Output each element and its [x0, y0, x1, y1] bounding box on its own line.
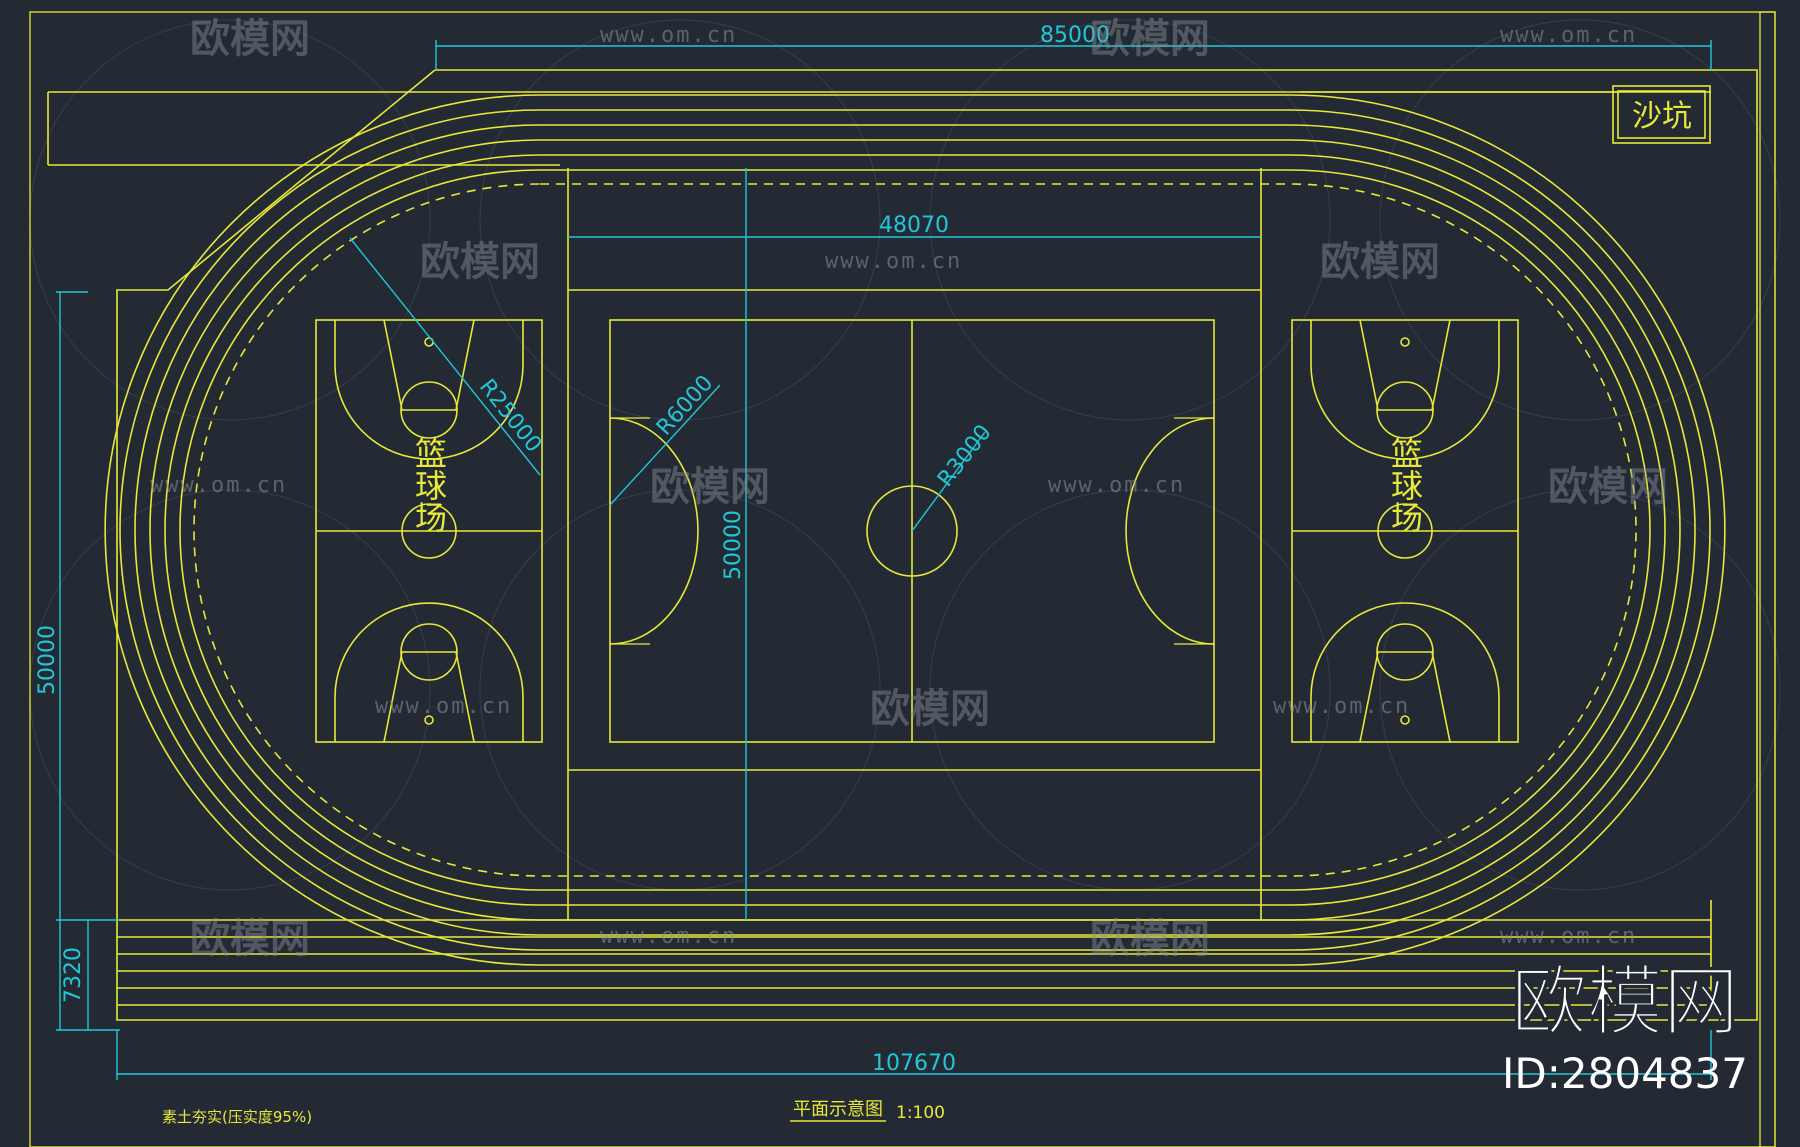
running-track: [104, 94, 1726, 966]
watermark-url: www.om.cn: [375, 694, 512, 719]
watermark-logo: 欧模网: [870, 686, 990, 732]
basketball-court-left: 篮球场: [315, 319, 543, 743]
watermark-logo: 欧模网: [190, 16, 310, 62]
soil-note: 素土夯实(压实度95%): [162, 1108, 312, 1126]
dim-radius-big: R25000: [474, 375, 546, 458]
basketball-left-label: 篮球场: [410, 437, 448, 533]
brand-id: ID:2804837: [1502, 1049, 1748, 1098]
watermark-url: www.om.cn: [600, 23, 737, 48]
basketball-court-right: 篮球场: [1291, 319, 1519, 743]
dim-field-width: 48070: [879, 213, 949, 238]
drawing-scale: 1:100: [896, 1103, 945, 1123]
infield: [567, 168, 1262, 920]
dim-top-width: 85000: [1040, 23, 1110, 48]
dim-field-height: 50000: [721, 510, 746, 580]
watermark-logo: 欧模网: [1090, 916, 1210, 962]
dim-radius-penalty: R6000: [652, 371, 718, 441]
watermark-layer: www.om.cn www.om.cn www.om.cn www.om.cn …: [150, 16, 1668, 962]
brand-name: 欧模网: [1511, 957, 1739, 1046]
watermark-url: www.om.cn: [1500, 23, 1637, 48]
frame-edge: [1759, 11, 1776, 1147]
watermark-logo: 欧模网: [1548, 464, 1668, 510]
watermark-logo: 欧模网: [1320, 239, 1440, 285]
watermark-logo: 欧模网: [650, 464, 770, 510]
site-boundary: [47, 69, 1758, 1021]
watermark-logo: 欧模网: [190, 916, 310, 962]
drawing-title: 平面示意图: [793, 1099, 883, 1120]
watermark-url: www.om.cn: [1048, 473, 1185, 498]
basketball-right-label: 篮球场: [1386, 437, 1424, 533]
watermark-url: www.om.cn: [825, 249, 962, 274]
dim-left-height: 50000: [35, 625, 60, 695]
sandpit-label: 沙坑: [1632, 99, 1692, 134]
title-block: 平面示意图 1:100 素土夯实(压实度95%): [162, 1099, 945, 1126]
brand-stamp: 欧模网 ID:2804837: [1502, 957, 1748, 1099]
dim-radius-center: R3000: [933, 420, 997, 492]
watermark-logo: 欧模网: [1090, 16, 1210, 62]
dim-straight: 7320: [61, 947, 86, 1003]
sand-pit: 沙坑: [1612, 85, 1711, 144]
watermark-url: www.om.cn: [600, 924, 737, 949]
football-field: [609, 319, 1215, 743]
watermark-url: www.om.cn: [1500, 924, 1637, 949]
sprint-straight: [117, 900, 1712, 1006]
watermark-url: www.om.cn: [1273, 694, 1410, 719]
watermark-logo: 欧模网: [420, 239, 540, 285]
dim-total-width: 107670: [872, 1051, 956, 1076]
watermark-url: www.om.cn: [150, 473, 287, 498]
